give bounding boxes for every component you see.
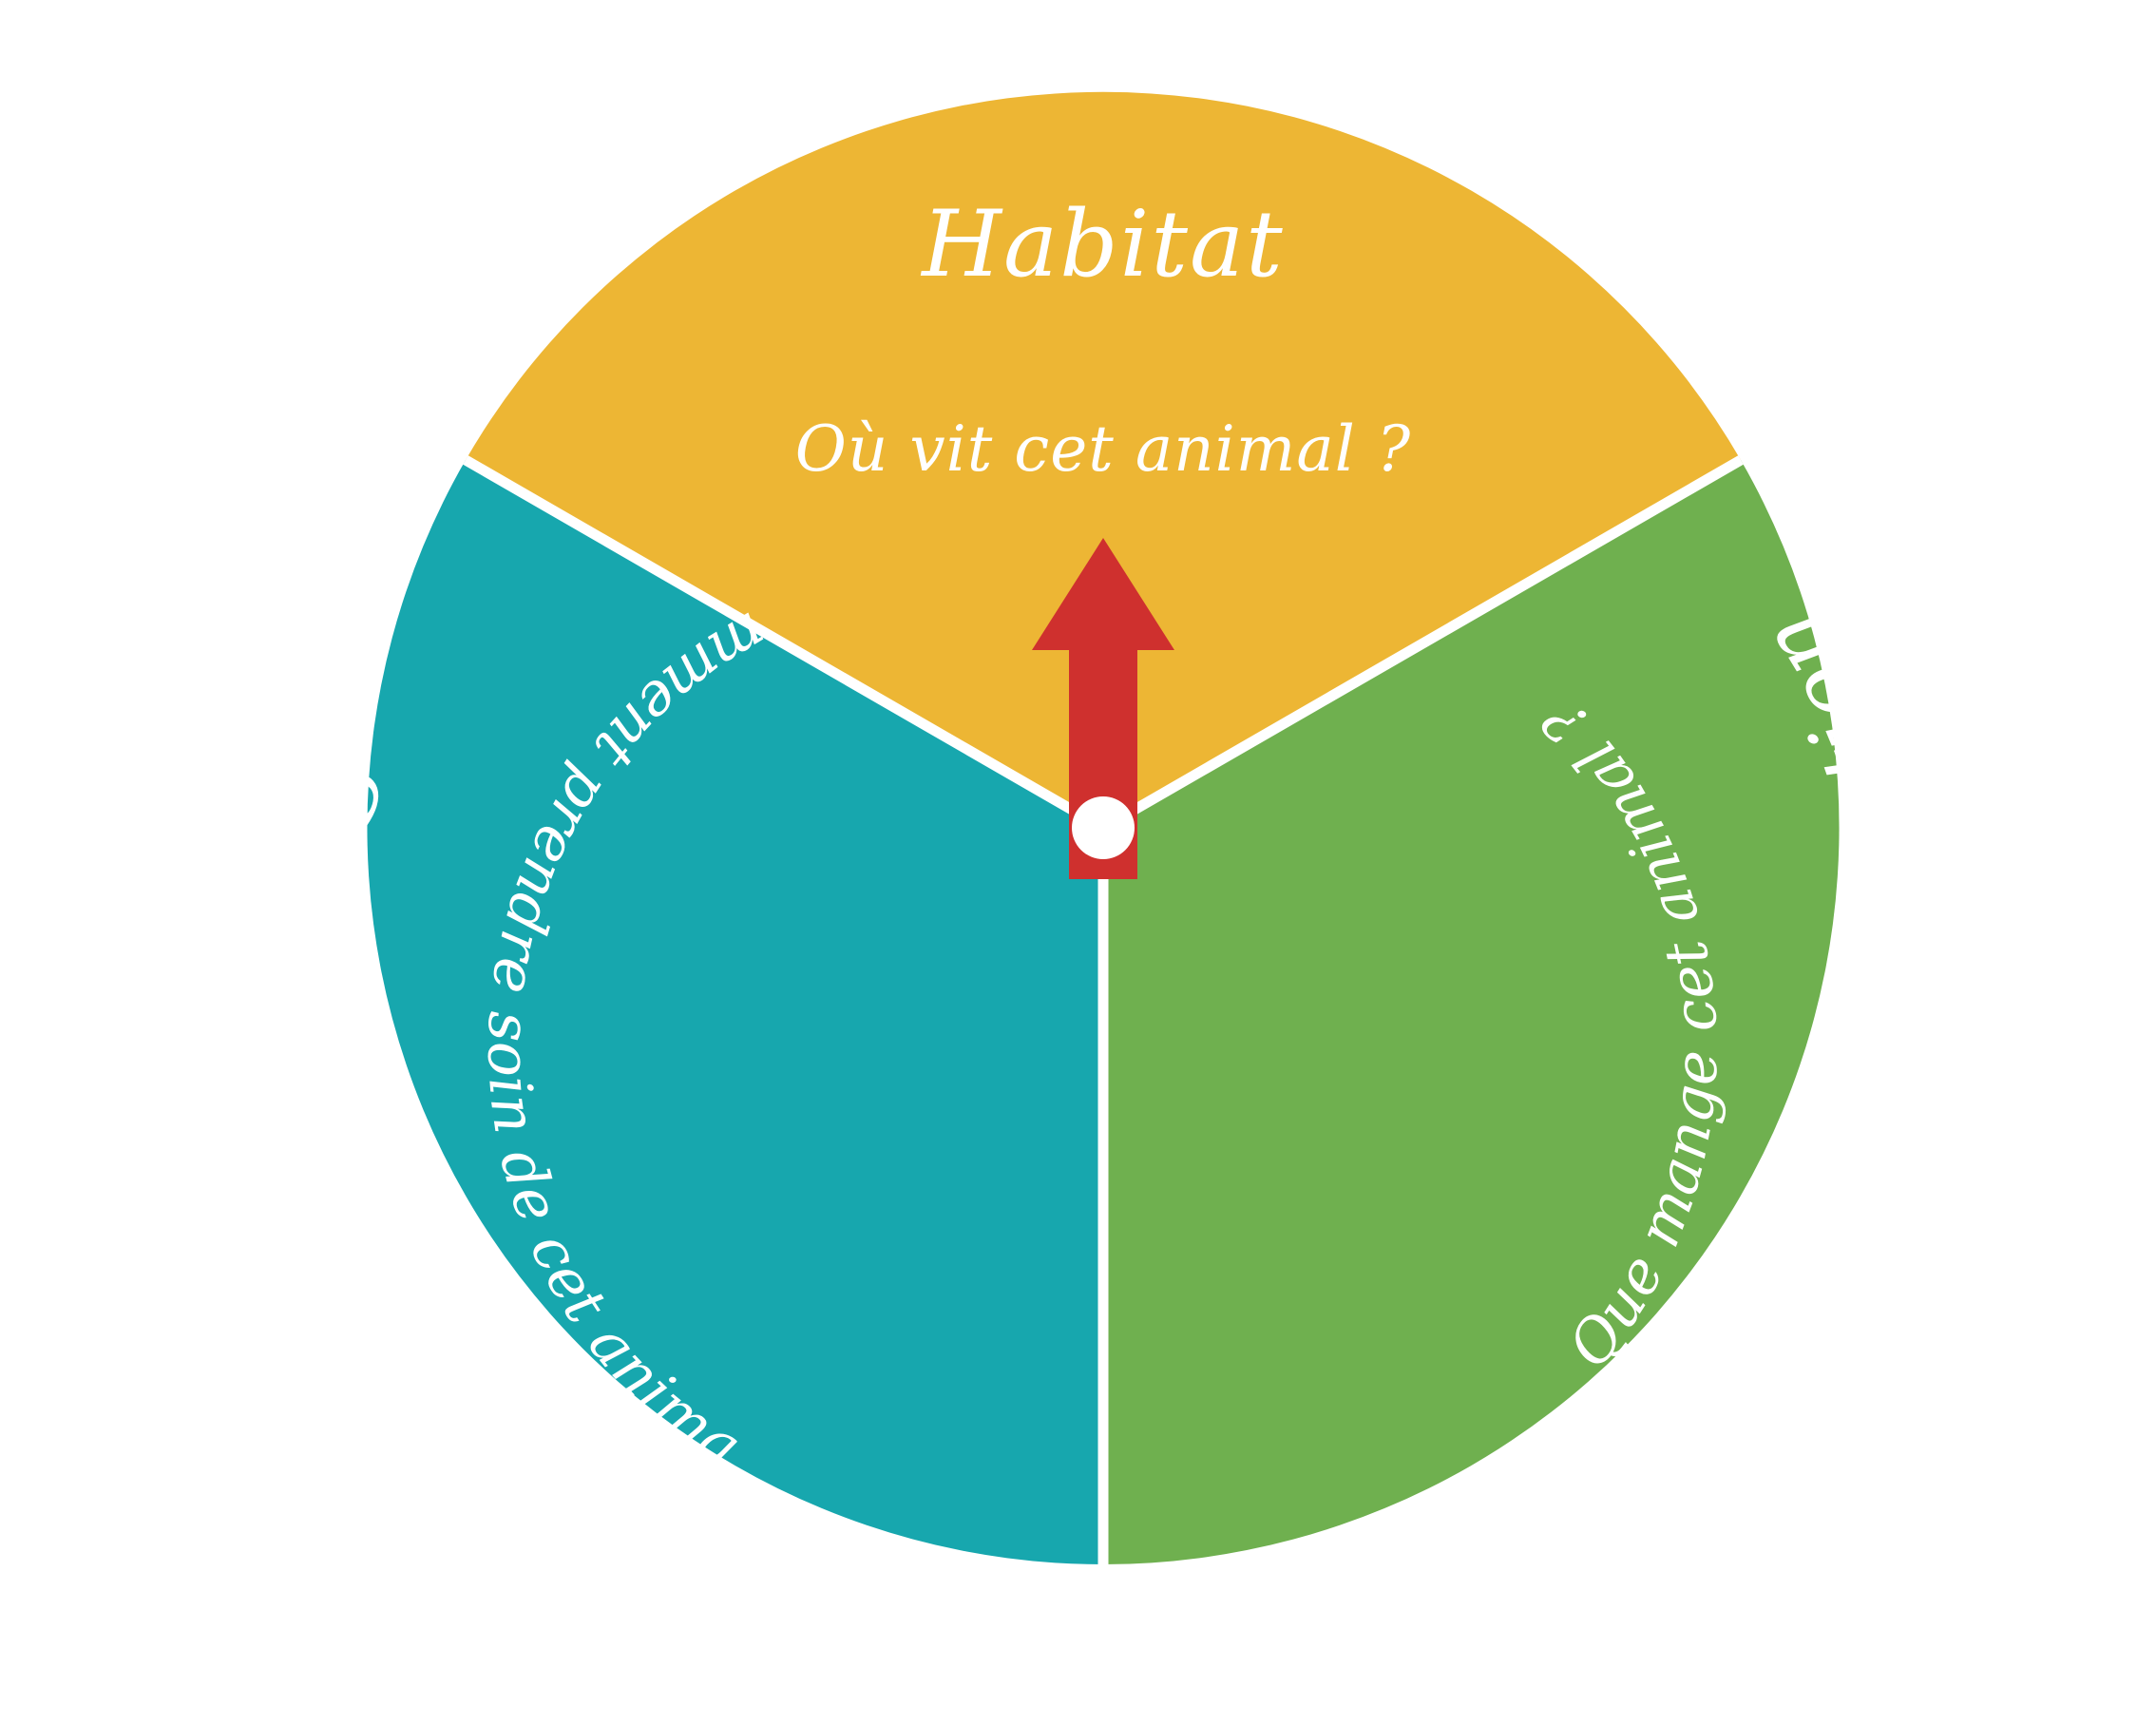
- spinner-arrow[interactable]: [1032, 538, 1174, 879]
- segment-dividers: [463, 455, 1744, 1564]
- arrow-shape[interactable]: [1032, 538, 1174, 879]
- divider-line-top-left: [463, 455, 1106, 833]
- segment-question-habitat: Où vit cet animal ?: [795, 412, 1411, 486]
- arrow-hub: [1072, 796, 1135, 859]
- segment-title-habitat: Habitat: [920, 191, 1285, 297]
- divider-line-top-right: [1100, 455, 1744, 833]
- segment-shape-sante[interactable]: [367, 460, 1103, 1564]
- wheel-segment-alimentation[interactable]: Alimentation Que mange cet animal ?: [1103, 460, 1944, 1564]
- segment-shape-alimentation[interactable]: [1103, 460, 1840, 1564]
